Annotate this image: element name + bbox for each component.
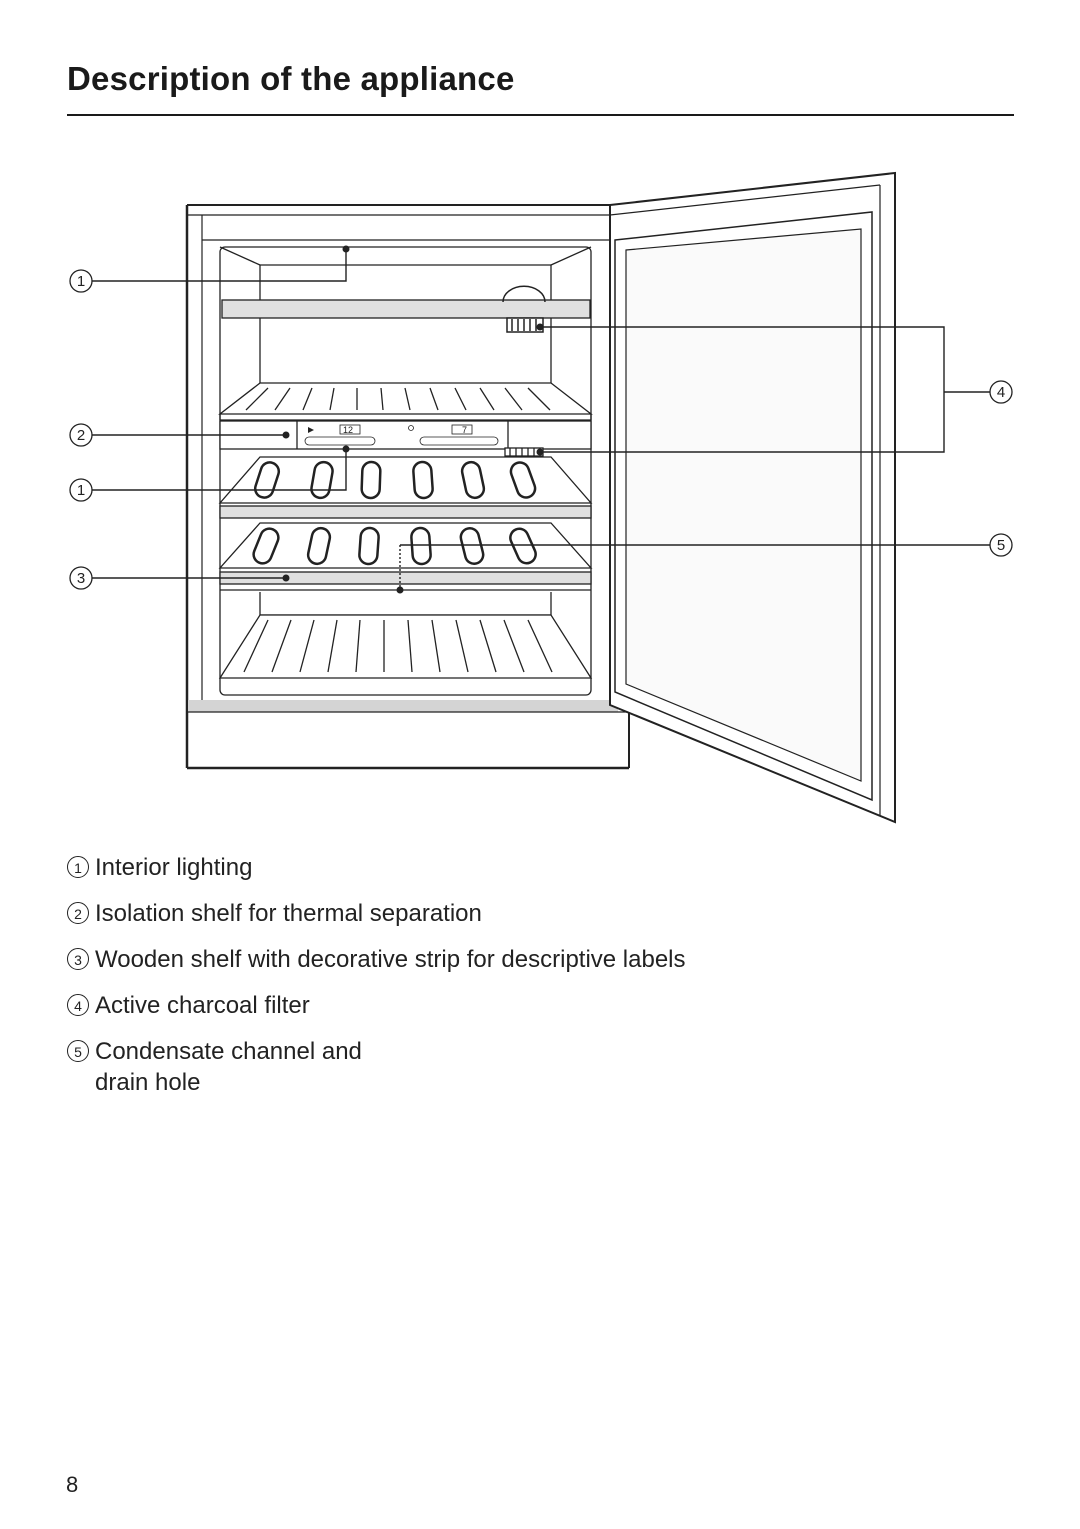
- legend-text: Interior lighting: [95, 854, 253, 881]
- wire-shelf-bottom: [218, 614, 593, 679]
- glass-door: [609, 171, 896, 824]
- callout-dots: [282, 245, 544, 594]
- callout-1-middle: 1: [77, 482, 85, 499]
- cabinet: [185, 204, 630, 770]
- legend-item: 2 Isolation shelf for thermal separation: [67, 898, 967, 929]
- callout-5: 5: [997, 537, 1005, 554]
- callout-lines: [92, 249, 990, 590]
- legend-text: Isolation shelf for thermal separation: [95, 900, 482, 927]
- callout-circles: [69, 269, 1013, 590]
- legend-number: 2: [67, 902, 89, 924]
- callout-4: 4: [997, 384, 1005, 401]
- legend-text: Condensate channel and drain hole: [95, 1038, 362, 1096]
- legend-item: 5 Condensate channel and drain hole: [67, 1036, 967, 1098]
- legend-text: Wooden shelf with decorative strip for d…: [95, 946, 686, 973]
- appliance-diagram: 12 7: [69, 171, 1013, 824]
- legend-item: 3 Wooden shelf with decorative strip for…: [67, 944, 967, 975]
- interior-light-bar: [221, 299, 591, 319]
- display-left: 12: [343, 425, 353, 435]
- display-right: 7: [462, 425, 467, 435]
- legend-number: 5: [67, 1040, 89, 1062]
- wooden-shelf-lower: [218, 522, 593, 591]
- page-number: 8: [66, 1472, 79, 1497]
- legend-text: Active charcoal filter: [95, 992, 310, 1019]
- legend-number: 3: [67, 948, 89, 970]
- callout-1-top: 1: [77, 273, 85, 290]
- lower-filter-grille: [504, 447, 544, 457]
- legend-number: 4: [67, 994, 89, 1016]
- callout-2: 2: [77, 427, 85, 444]
- wire-shelf-top: [218, 382, 593, 421]
- legend-number: 1: [67, 856, 89, 878]
- title-rule: [67, 114, 1014, 116]
- wooden-shelf-middle: [218, 456, 593, 519]
- charcoal-filter-icon: [502, 285, 546, 333]
- legend-list: 1 Interior lighting 2 Isolation shelf fo…: [67, 852, 967, 1113]
- page-title: Description of the appliance: [67, 60, 515, 97]
- legend-item: 1 Interior lighting: [67, 852, 967, 883]
- callout-3: 3: [77, 570, 85, 587]
- legend-item: 4 Active charcoal filter: [67, 990, 967, 1021]
